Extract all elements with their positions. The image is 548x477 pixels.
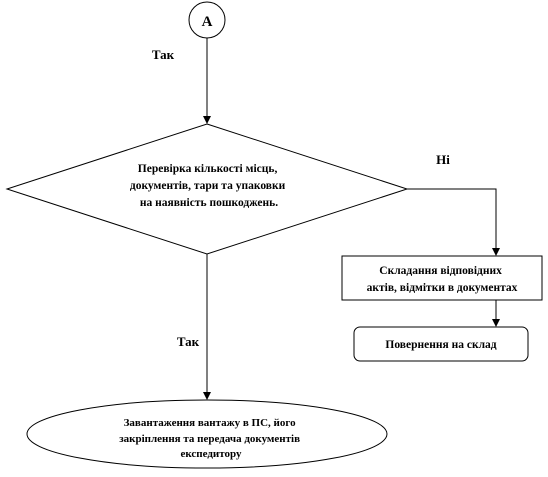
process-return: Повернення на склад [353,326,529,362]
arrowhead [203,392,211,400]
edge-label-no: Ні [436,152,450,167]
terminal-loading: Завантаження вантажу в ПС, його закріпле… [26,399,388,469]
terminal-line-3: експедитору [180,448,242,460]
arrowhead [492,248,500,256]
edge-decision-to-acts [407,188,500,256]
edge-label-yes-bottom: Так [177,334,200,349]
process-return-box [353,326,529,362]
edge-decision-to-loading [203,254,211,400]
process-acts-line-1: Складання відповідних [379,265,502,277]
decision-line-3: на наявність пошкоджень. [140,197,278,209]
terminal-text: Завантаження вантажу в ПС, його закріпле… [119,417,303,460]
decision-check: Перевірка кількості місць, документів, т… [5,123,409,255]
edge-connector-to-decision [203,38,211,124]
terminal-line-1: Завантаження вантажу в ПС, його [124,417,297,429]
edge-acts-to-return [492,300,500,327]
process-return-text: Повернення на склад [385,339,496,351]
edge-label-yes-top: Так [152,47,175,62]
decision-line-1: Перевірка кількості місць, [138,163,278,175]
arrowhead [492,319,500,327]
process-acts-box [341,255,543,301]
terminal-line-2: закріплення та передача документів [119,433,300,445]
process-acts: Складання відповідних актів, відмітки в … [341,255,543,301]
process-acts-text: Складання відповідних актів, відмітки в … [367,265,518,294]
process-acts-line-2: актів, відмітки в документах [367,282,518,294]
connector-label: А [202,14,213,30]
arrowhead [203,116,211,124]
decision-text: Перевірка кількості місць, документів, т… [130,163,288,209]
edge-line [407,188,497,250]
decision-line-2: документів, тари та упаковки [130,180,286,192]
connector-a: А [188,1,226,39]
terminal-ellipse [26,399,388,469]
